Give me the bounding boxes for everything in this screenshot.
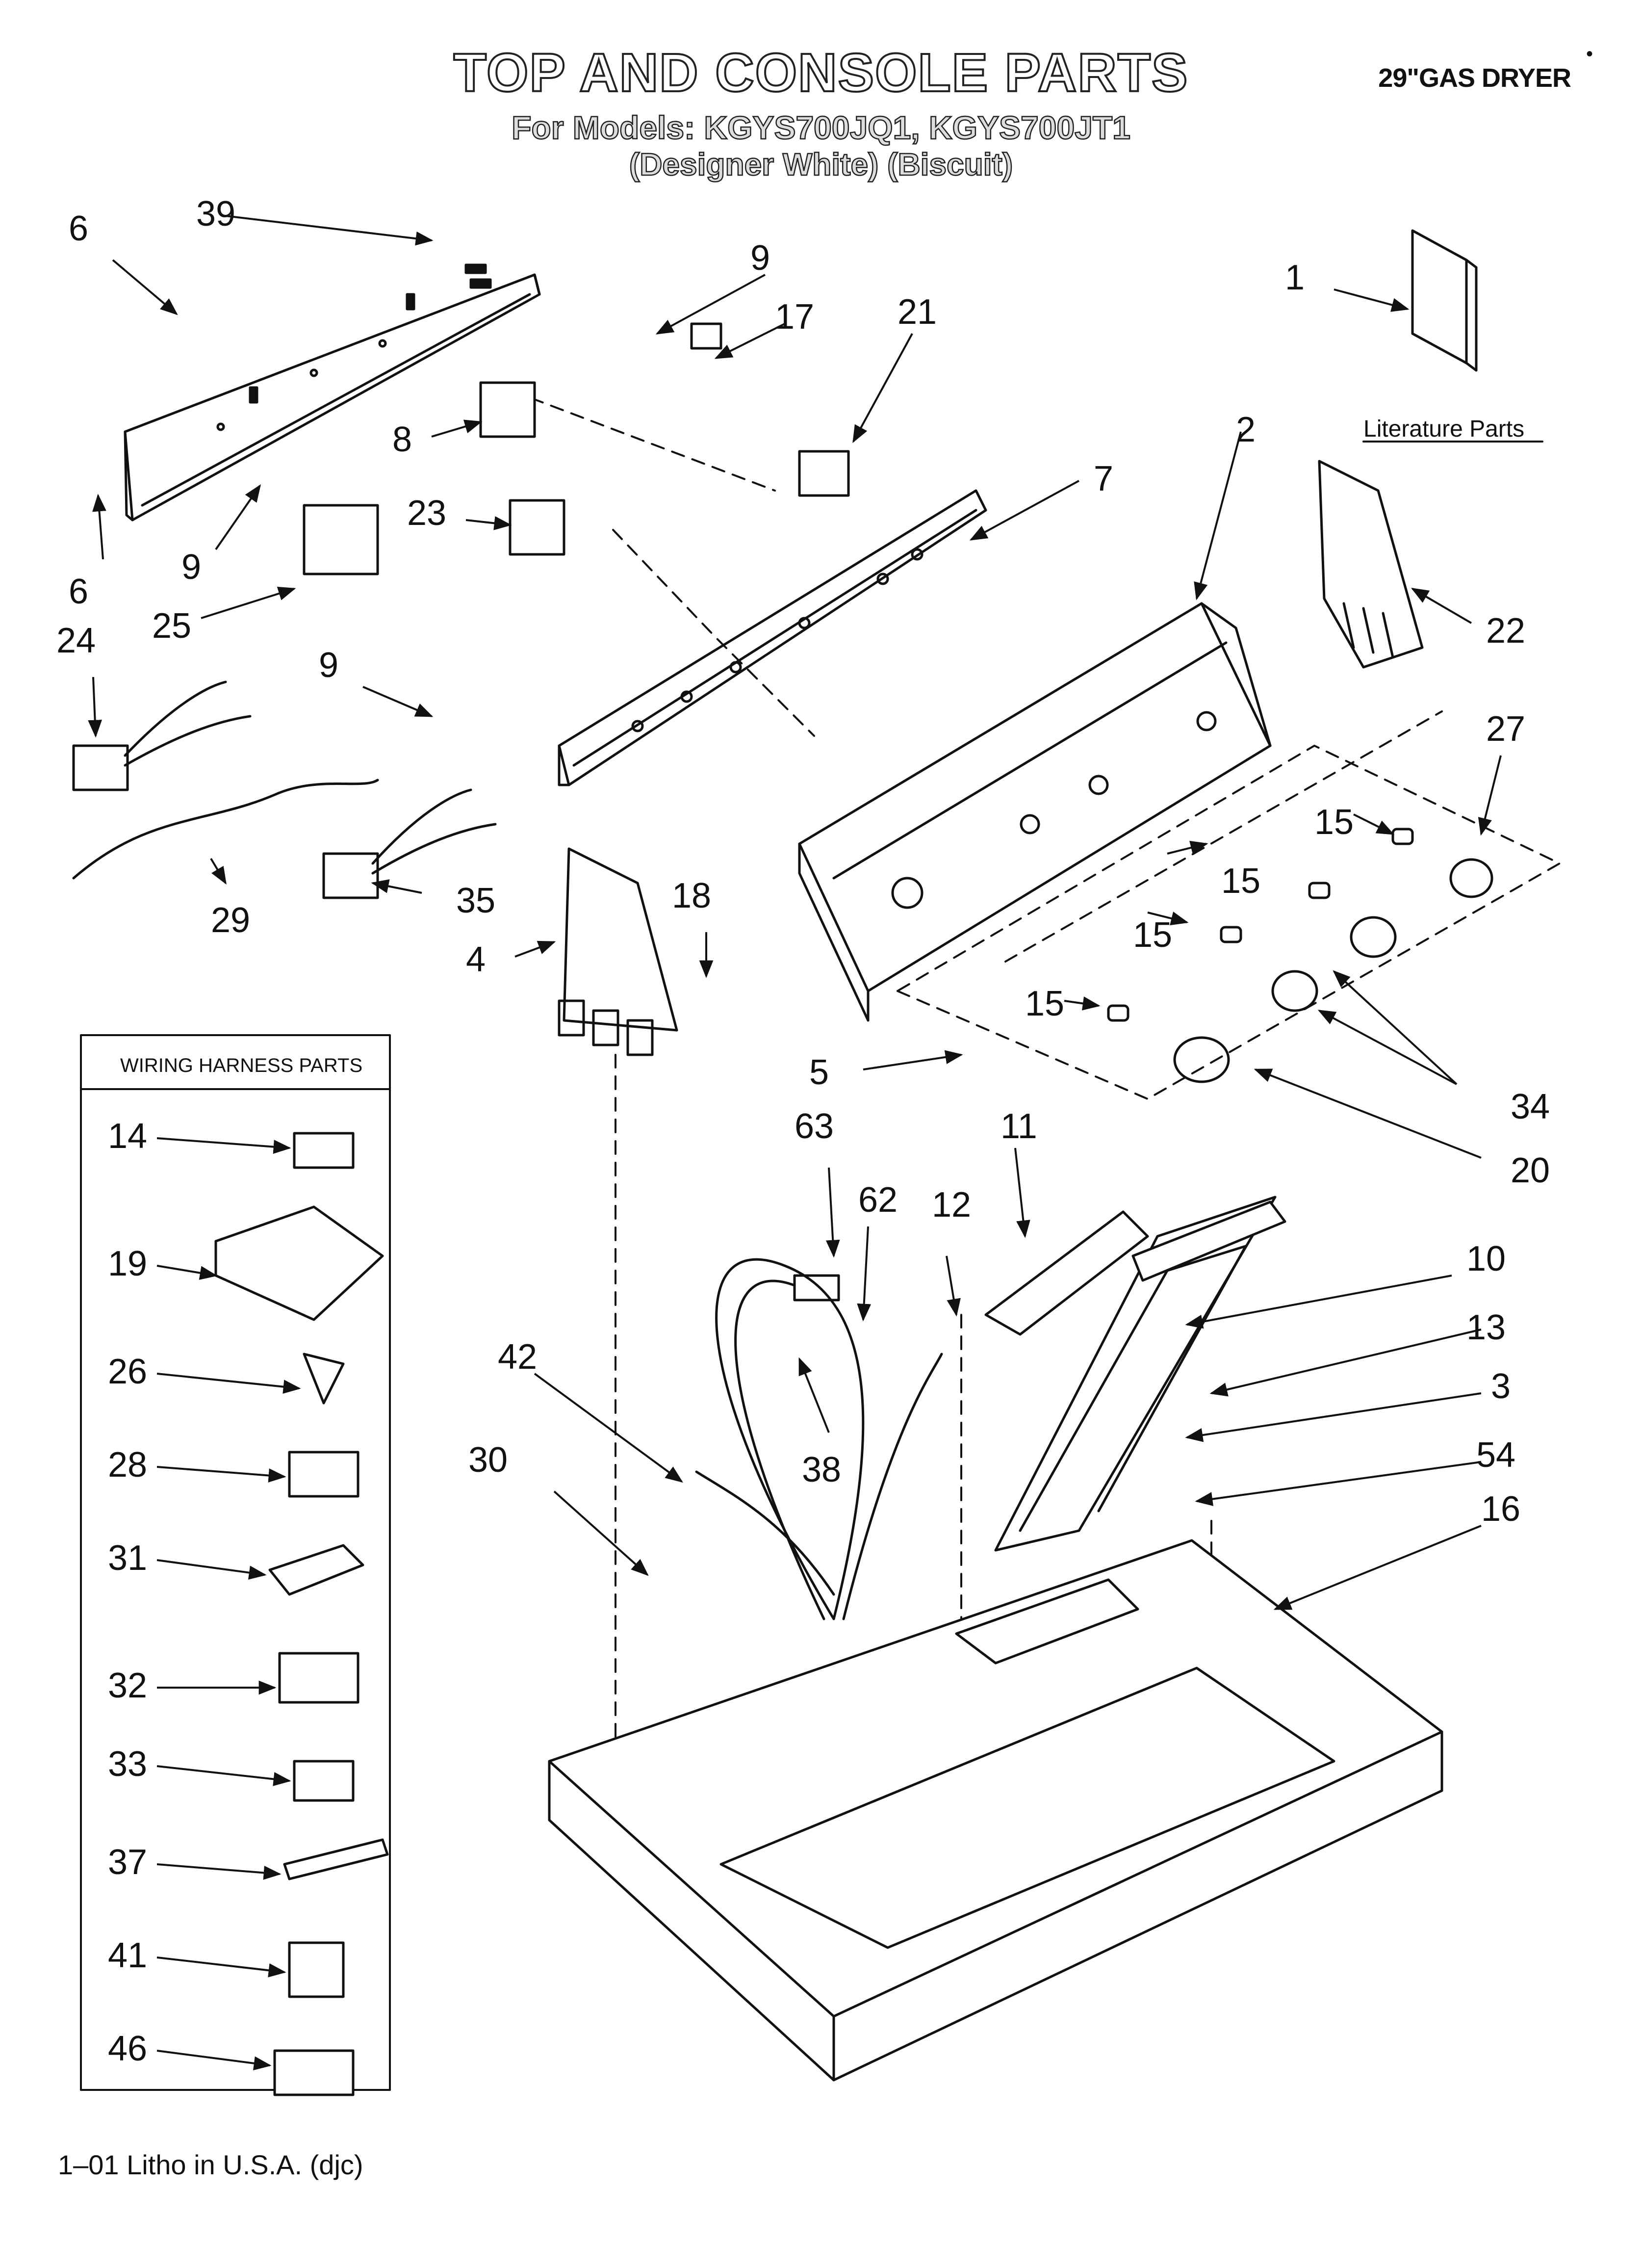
switch-parts [303, 322, 850, 575]
callout-17: 17 [775, 297, 814, 337]
callout-42: 42 [498, 1337, 537, 1377]
callout-7: 7 [1094, 459, 1113, 498]
callout-9b: 9 [181, 547, 201, 587]
console-end-cap [1318, 460, 1424, 669]
callout-38: 38 [802, 1450, 841, 1489]
callout-39: 39 [196, 194, 235, 234]
model-finishes: (Designer White) (Biscuit) [629, 146, 1014, 183]
callout-30: 30 [468, 1440, 508, 1480]
wiring-item-label: 19 [108, 1244, 147, 1283]
callout-6a: 6 [69, 209, 88, 248]
lint-screen [994, 1196, 1286, 1552]
literature-parts-label: Literature Parts [1363, 416, 1524, 442]
callout-29: 29 [211, 901, 250, 940]
wiring-item-label: 14 [108, 1117, 147, 1156]
model-numbers: For Models: KGYS700JQ1, KGYS700JT1 [511, 109, 1131, 147]
callout-8: 8 [392, 420, 412, 459]
wiring-harness-box [80, 1034, 391, 2091]
callout-27: 27 [1486, 709, 1525, 749]
dryer-top [548, 1539, 1443, 2082]
wiring-item-label: 46 [108, 2029, 147, 2068]
callout-2: 2 [1236, 410, 1256, 449]
wiring-item-label: 26 [108, 1352, 147, 1391]
callout-35: 35 [456, 881, 495, 920]
callout-16: 16 [1481, 1489, 1520, 1529]
assembly-guides [489, 382, 1561, 1792]
callout-15d: 15 [1025, 984, 1064, 1023]
console-housing [798, 602, 1272, 1022]
callout-15b: 15 [1221, 861, 1260, 901]
small-harnesses [72, 680, 497, 899]
callout-21: 21 [898, 292, 937, 332]
wiring-item-label: 41 [108, 1936, 147, 1975]
page-title: TOP AND CONSOLE PARTS [453, 42, 1189, 104]
rear-control-panel [124, 263, 541, 521]
main-harness [695, 1258, 943, 1620]
lint-cover [984, 1210, 1149, 1336]
callout-3: 3 [1491, 1367, 1511, 1406]
wiring-box-title: WIRING HARNESS PARTS [120, 1055, 362, 1076]
wiring-item-label: 31 [108, 1538, 147, 1578]
callout-34: 34 [1511, 1087, 1550, 1126]
callout-6b: 6 [69, 572, 88, 611]
knob-group [1107, 828, 1493, 1083]
callout-leaders [88, 215, 1502, 2071]
console-side-cap [558, 847, 678, 1056]
callout-9c: 9 [319, 646, 338, 685]
callout-5: 5 [809, 1053, 829, 1092]
callout-labels: 1 2 3 4 5 6 6 7 8 9 9 9 10 11 12 13 15 1… [56, 194, 1550, 1529]
callout-20: 20 [1511, 1151, 1550, 1190]
callout-12: 12 [932, 1185, 971, 1225]
callout-15c: 15 [1133, 915, 1172, 955]
wiring-item-label: 33 [108, 1745, 147, 1784]
console-bracket [558, 489, 987, 786]
callout-11: 11 [1001, 1107, 1037, 1146]
callout-13: 13 [1466, 1308, 1506, 1347]
callout-24: 24 [56, 621, 96, 660]
wiring-item-label: 37 [108, 1843, 147, 1882]
callout-62: 62 [858, 1180, 898, 1220]
wiring-item-label: 32 [108, 1666, 147, 1705]
corner-mark: • [1586, 43, 1593, 65]
wiring-item-label: 28 [108, 1445, 147, 1485]
callout-9a: 9 [750, 238, 770, 278]
callout-23: 23 [407, 494, 446, 533]
wiring-callouts: 14 19 26 28 31 32 33 37 41 46 [108, 1117, 147, 2068]
callout-22: 22 [1486, 611, 1525, 651]
callout-10: 10 [1466, 1239, 1506, 1278]
callout-63: 63 [795, 1107, 834, 1146]
callout-15a: 15 [1314, 803, 1354, 842]
wiring-part-shapes [214, 1132, 389, 2096]
footer-litho: 1–01 Litho in U.S.A. (djc) [58, 2149, 363, 2180]
callout-1: 1 [1285, 258, 1305, 297]
callout-54: 54 [1476, 1435, 1515, 1475]
callout-18: 18 [672, 876, 711, 915]
callout-4: 4 [466, 940, 486, 979]
product-name: 29"GAS DRYER [1378, 63, 1571, 93]
literature-booklet [1362, 229, 1543, 443]
callout-25: 25 [152, 606, 191, 646]
